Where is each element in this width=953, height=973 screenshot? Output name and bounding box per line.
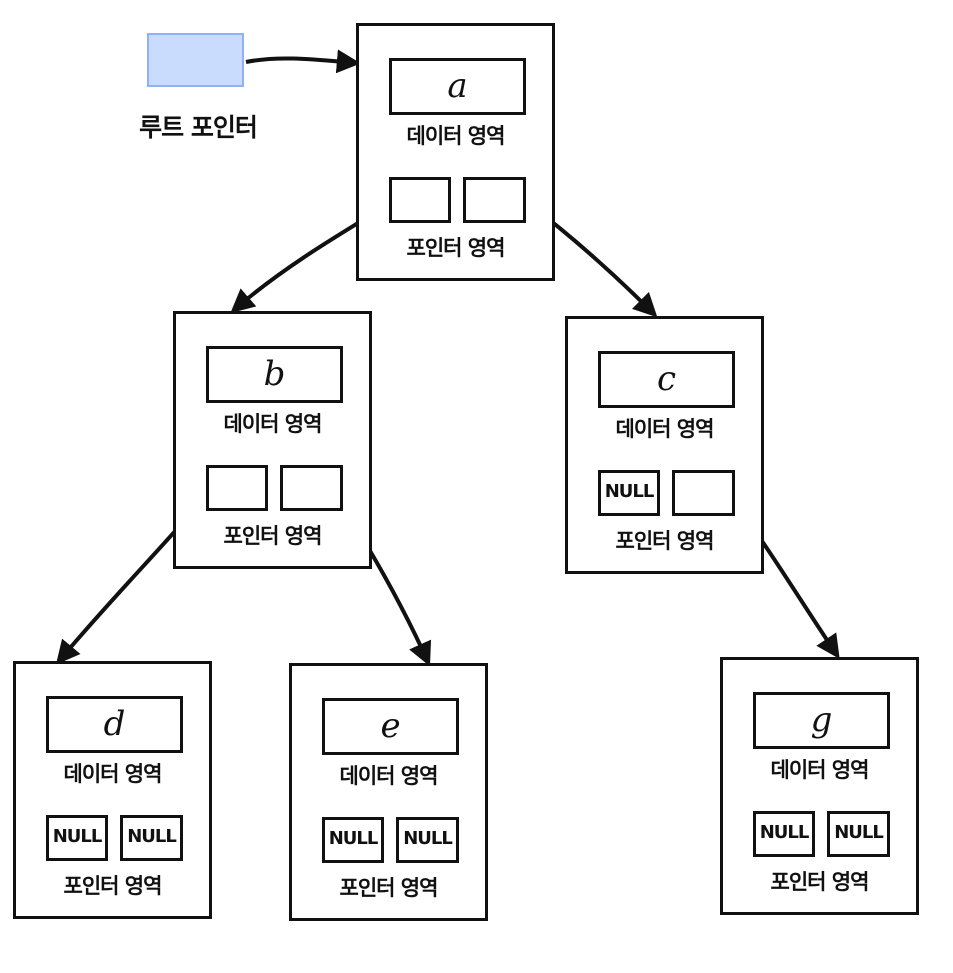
tree-node-g: g 데이터 영역 NULL NULL 포인터 영역	[720, 657, 919, 915]
node-b-right-pointer	[280, 465, 343, 511]
node-b-data-label: 데이터 영역	[223, 412, 323, 436]
node-c-data-label: 데이터 영역	[615, 417, 715, 441]
node-e-right-pointer: NULL	[396, 817, 459, 863]
tree-node-b: b 데이터 영역 포인터 영역	[173, 311, 372, 569]
node-a-pointer-label: 포인터 영역	[406, 236, 506, 260]
node-d-data-box: d	[46, 696, 183, 753]
node-b-left-pointer	[206, 465, 268, 511]
arrow-root-to-a	[245, 49, 361, 74]
root-pointer-box	[147, 33, 244, 87]
tree-node-a: a 데이터 영역 포인터 영역	[356, 23, 555, 281]
root-pointer-label: 루트 포인터	[139, 113, 258, 142]
node-e-data-label: 데이터 영역	[339, 764, 439, 788]
node-d-data-label: 데이터 영역	[63, 762, 163, 786]
node-b-data-box: b	[206, 346, 343, 403]
node-e-left-pointer: NULL	[322, 817, 384, 863]
node-e-data-box: e	[322, 698, 459, 755]
node-a-right-pointer	[463, 177, 526, 223]
node-c-pointer-label: 포인터 영역	[615, 529, 715, 553]
tree-node-e: e 데이터 영역 NULL NULL 포인터 영역	[289, 663, 488, 921]
node-c-data-box: c	[598, 351, 735, 408]
node-e-pointer-label: 포인터 영역	[339, 876, 439, 900]
node-g-data-box: g	[753, 692, 890, 749]
node-b-pointer-label: 포인터 영역	[223, 524, 323, 548]
tree-node-d: d 데이터 영역 NULL NULL 포인터 영역	[13, 661, 212, 919]
node-c-left-pointer: NULL	[598, 470, 660, 516]
node-d-right-pointer: NULL	[120, 815, 183, 861]
node-g-right-pointer: NULL	[827, 811, 890, 857]
node-a-data-label: 데이터 영역	[406, 124, 506, 148]
node-a-left-pointer	[389, 177, 451, 223]
node-g-left-pointer: NULL	[753, 811, 815, 857]
node-g-data-label: 데이터 영역	[770, 758, 870, 782]
node-a-data-box: a	[389, 58, 526, 115]
node-d-pointer-label: 포인터 영역	[63, 874, 163, 898]
tree-node-c: c 데이터 영역 NULL 포인터 영역	[565, 316, 764, 574]
node-d-left-pointer: NULL	[46, 815, 108, 861]
node-c-right-pointer	[672, 470, 735, 516]
node-g-pointer-label: 포인터 영역	[770, 870, 870, 894]
